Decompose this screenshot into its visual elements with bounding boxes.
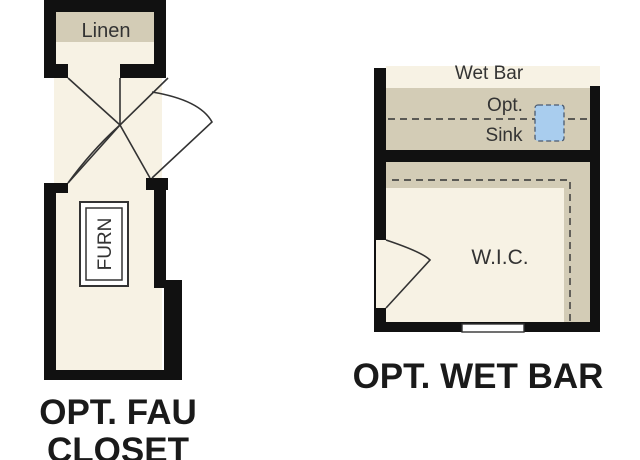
sink-icon (534, 104, 565, 142)
furnace-unit (79, 201, 129, 287)
furnace-label: FURN (95, 218, 116, 271)
wic-label: W.I.C. (471, 246, 528, 269)
linen-shelf (56, 12, 156, 42)
wic-window (461, 323, 525, 333)
sink-label: Sink (486, 125, 523, 146)
wet-bar-label: Wet Bar (455, 63, 524, 84)
wic-floor (386, 188, 564, 322)
linen-label: Linen (82, 20, 131, 42)
furnace-inner (85, 207, 123, 281)
fau-closet-plan: Linen FURN OPT. FAU CLOSET (39, 0, 213, 460)
opt-label: Opt. (487, 95, 523, 116)
fau-title-line2: CLOSET (47, 431, 189, 460)
wet-bar-plan: Wet Bar Opt. Sink W.I.C. OPT. WET BAR (353, 63, 604, 396)
wic-door-swing (385, 239, 432, 309)
wet-bar-title: OPT. WET BAR (353, 357, 604, 396)
wic-door-opening (376, 240, 386, 308)
fau-door-swings (67, 77, 213, 184)
fau-closet-floor (54, 0, 162, 380)
fau-title-line1: OPT. FAU (39, 393, 197, 432)
wet-bar-floor (386, 66, 600, 88)
fau-closet-walls (44, 0, 182, 380)
